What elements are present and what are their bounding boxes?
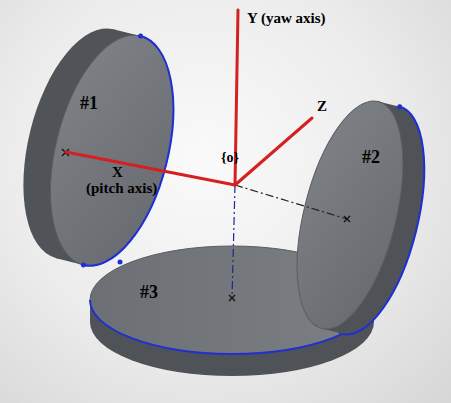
axis-lines bbox=[66, 10, 312, 185]
center-marker bbox=[62, 149, 350, 301]
axis-label: Z bbox=[317, 98, 327, 115]
axis-label: (pitch axis) bbox=[86, 180, 157, 197]
part-number: #1 bbox=[80, 94, 98, 114]
part-number: #3 bbox=[140, 283, 158, 303]
part-number: #2 bbox=[362, 148, 380, 168]
frame-label: {o} bbox=[221, 150, 239, 165]
axis-label: X bbox=[112, 164, 123, 181]
center-line bbox=[235, 185, 347, 219]
center-line bbox=[232, 185, 235, 298]
disc-1 bbox=[1, 13, 195, 281]
axis-label: Y (yaw axis) bbox=[247, 10, 326, 27]
